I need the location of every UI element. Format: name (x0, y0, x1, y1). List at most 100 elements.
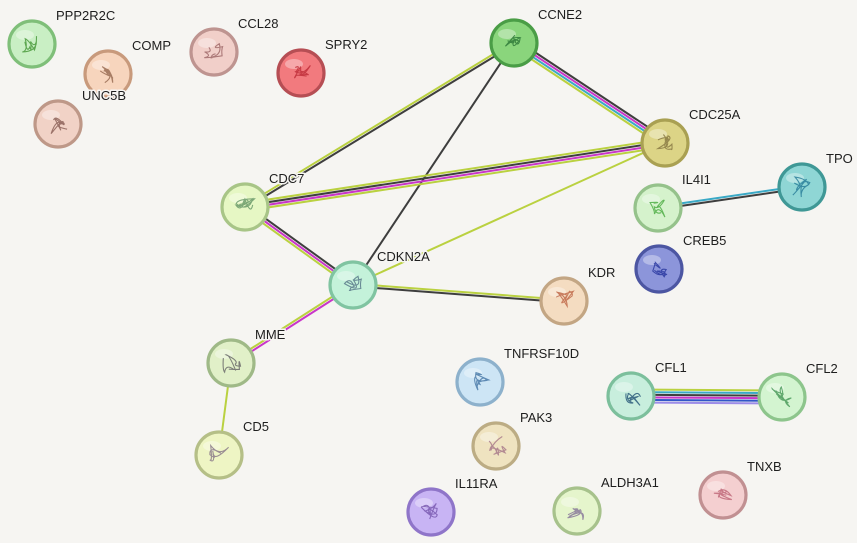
node-label: COMP (132, 38, 171, 53)
edge-evidence-line (352, 42, 515, 286)
edge-evidence-line (629, 398, 783, 402)
node-il4i1[interactable]: IL4I1 (633, 171, 712, 233)
edge-evidence-line (244, 43, 516, 210)
node-highlight (498, 29, 516, 39)
node-label: SPRY2 (325, 37, 367, 52)
protein-structure-icon (234, 197, 256, 210)
node-tpo[interactable]: TPO (777, 150, 854, 212)
node-highlight (615, 382, 633, 392)
node-unc5b[interactable]: UNC5B (33, 87, 128, 149)
node-highlight (203, 441, 221, 451)
node-cfl2[interactable]: CFL2 (757, 360, 839, 422)
node-mme[interactable]: MME (206, 326, 287, 388)
protein-structure-icon (50, 117, 68, 135)
protein-structure-icon (222, 354, 242, 374)
edge-evidence-line (512, 43, 666, 146)
node-highlight (229, 193, 247, 203)
node-tnfrsf10d[interactable]: TNFRSF10D (455, 345, 581, 407)
node-tnxb[interactable]: TNXB (698, 458, 783, 520)
node-label: MME (255, 327, 286, 342)
node-label: CDC7 (269, 171, 304, 186)
node-cd5[interactable]: CD5 (194, 418, 271, 480)
node-label: CREB5 (683, 233, 726, 248)
edge-evidence-line (630, 393, 784, 397)
node-label: KDR (588, 265, 615, 280)
node-ppp2r2c[interactable]: PPP2R2C (7, 7, 117, 69)
protein-structure-icon (343, 275, 363, 292)
node-highlight (42, 110, 60, 120)
protein-structure-icon (625, 392, 641, 406)
node-circle (471, 421, 521, 471)
node-label: CFL1 (655, 360, 687, 375)
node-cfl1[interactable]: CFL1 (606, 359, 688, 421)
node-label: TNXB (747, 459, 782, 474)
edge-evidence-line (243, 140, 666, 207)
node-highlight (649, 129, 667, 139)
node-label: PPP2R2C (56, 8, 115, 23)
node-label: IL11RA (455, 476, 498, 491)
node-label: CDKN2A (377, 249, 430, 264)
edge-evidence-line (513, 40, 667, 143)
protein-structure-icon (652, 261, 668, 278)
edge-ccne2-cdc7[interactable] (243, 40, 516, 210)
edge-evidence-line (515, 38, 669, 141)
edge-cdkn2a-kdr[interactable] (351, 282, 566, 304)
node-ccl28[interactable]: CCL28 (189, 15, 280, 77)
protein-structure-icon (474, 371, 491, 391)
protein-structure-icon (792, 176, 811, 198)
node-pak3[interactable]: PAK3 (471, 409, 554, 471)
node-label: CFL2 (806, 361, 838, 376)
protein-structure-icon (294, 65, 311, 79)
node-label: CD5 (243, 419, 269, 434)
node-circle (634, 244, 684, 294)
edge-ccne2-cdkn2a[interactable] (352, 42, 515, 286)
node-cdc25a[interactable]: CDC25A (640, 106, 742, 168)
node-highlight (337, 271, 355, 281)
node-circle (206, 338, 256, 388)
protein-structure-icon (556, 290, 575, 309)
node-circle (633, 183, 683, 233)
protein-structure-icon (209, 443, 229, 462)
protein-structure-icon (488, 436, 507, 456)
node-highlight (480, 432, 498, 442)
edge-cdc25a-cdkn2a[interactable] (352, 142, 666, 286)
node-circle (406, 487, 456, 537)
node-highlight (16, 30, 34, 40)
edge-ccne2-cdc25a[interactable] (510, 38, 669, 148)
node-cdc7[interactable]: CDC7 (220, 170, 306, 232)
edge-evidence-line (244, 145, 667, 212)
node-il11ra[interactable]: IL11RA (406, 475, 499, 537)
node-highlight (642, 194, 660, 204)
protein-structure-icon (420, 503, 438, 520)
edge-evidence-line (629, 401, 783, 405)
edge-evidence-line (510, 45, 664, 148)
node-creb5[interactable]: CREB5 (634, 232, 728, 294)
edge-evidence-line (630, 388, 784, 392)
node-highlight (464, 368, 482, 378)
node-highlight (415, 498, 433, 508)
protein-structure-icon (22, 36, 38, 53)
edge-evidence-line (244, 143, 667, 210)
node-kdr[interactable]: KDR (539, 264, 617, 326)
edge-cdc25a-cdc7[interactable] (243, 138, 667, 212)
node-comp[interactable]: COMP (83, 37, 173, 99)
protein-structure-icon (567, 507, 584, 520)
node-label: ALDH3A1 (601, 475, 659, 490)
node-spry2[interactable]: SPRY2 (276, 36, 369, 98)
node-label: PAK3 (520, 410, 552, 425)
edge-evidence-line (352, 142, 666, 286)
node-highlight (198, 38, 216, 48)
node-ccne2[interactable]: CCNE2 (489, 6, 584, 68)
edge-evidence-line (351, 285, 565, 304)
protein-structure-icon (204, 42, 224, 59)
node-circle (777, 162, 827, 212)
edge-cfl1-cfl2[interactable] (629, 388, 784, 405)
node-highlight (561, 497, 579, 507)
node-cdkn2a[interactable]: CDKN2A (328, 248, 432, 310)
protein-structure-icon (713, 488, 733, 501)
node-aldh3a1[interactable]: ALDH3A1 (552, 474, 660, 536)
edge-evidence-line (243, 138, 666, 205)
node-label: IL4I1 (682, 172, 711, 187)
